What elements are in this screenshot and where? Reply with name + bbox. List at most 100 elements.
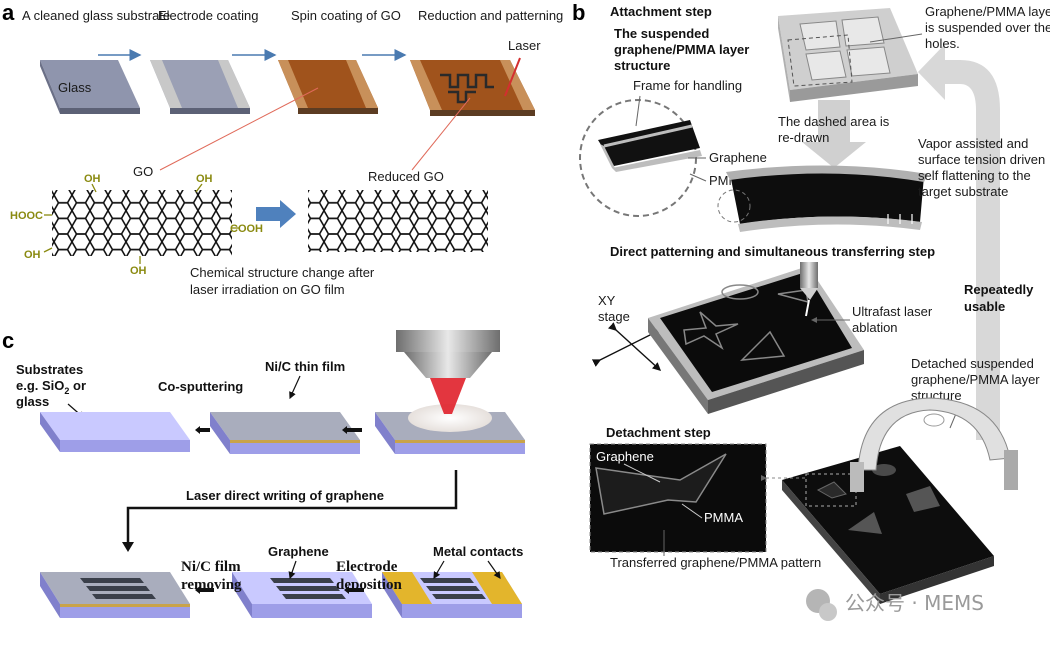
metal-contacts-label: Metal contacts bbox=[433, 544, 523, 559]
panel-label-c: c bbox=[2, 328, 14, 353]
functional-group-bonds bbox=[43, 183, 240, 264]
pointer-line bbox=[681, 503, 703, 519]
inset-pmma-label: PMMA bbox=[704, 510, 743, 525]
cosputtering-label: Co-sputtering bbox=[158, 379, 243, 394]
go-label: GO bbox=[133, 164, 153, 179]
detachment-step-label: Detachment step bbox=[606, 425, 711, 440]
oh-group-label: OH bbox=[84, 173, 101, 185]
curved-film bbox=[717, 165, 928, 232]
target-substrate bbox=[782, 446, 994, 604]
flow-arrow bbox=[342, 426, 362, 434]
step3-label: Spin coating of GO bbox=[291, 8, 401, 23]
electrode-label-1: Electrode bbox=[336, 559, 398, 575]
pointer-arrow bbox=[433, 560, 445, 580]
ldw-label: Laser direct writing of graphene bbox=[186, 488, 384, 503]
bare-substrate bbox=[40, 412, 190, 452]
flow-arrow bbox=[344, 586, 364, 594]
patterning-stage bbox=[648, 266, 864, 414]
suspended-note-2: is suspended over the bbox=[925, 20, 1050, 35]
frame-label: Frame for handling bbox=[633, 78, 742, 93]
reduced-go-label: Reduced GO bbox=[368, 169, 444, 184]
electrode-coated-substrate bbox=[150, 60, 250, 114]
graphene-label-c: Graphene bbox=[268, 544, 329, 559]
glass-label: Glass bbox=[58, 80, 92, 95]
curled-film bbox=[850, 397, 1018, 492]
film-coated-substrate bbox=[210, 412, 360, 454]
xy-stage-label-1: XY bbox=[598, 293, 616, 308]
vapor-note-4: target substrate bbox=[918, 184, 1008, 199]
reuse-arrow bbox=[918, 44, 1000, 440]
pointer-line bbox=[411, 97, 471, 171]
ablation-label-1: Ultrafast laser bbox=[852, 304, 933, 319]
cooh-group-label: COOH bbox=[230, 223, 263, 235]
step2-label: Electrode coating bbox=[158, 8, 258, 23]
inset-graphene-label: Graphene bbox=[596, 449, 654, 464]
pointer-line bbox=[635, 95, 641, 127]
connector-arrowhead bbox=[122, 542, 134, 552]
flow-arrow bbox=[195, 426, 210, 434]
panel-label-a: a bbox=[2, 0, 15, 25]
step4-label: Reduction and patterning bbox=[418, 8, 563, 23]
laser-nozzle bbox=[800, 262, 818, 317]
pointer-line bbox=[869, 33, 923, 43]
transferred-label: Transferred graphene/PMMA pattern bbox=[610, 555, 821, 570]
graphene-strips-substrate bbox=[232, 572, 372, 618]
pointer-arrow bbox=[289, 375, 301, 400]
oh-group-label: OH bbox=[24, 249, 41, 261]
caption-line1: Chemical structure change after bbox=[190, 265, 375, 280]
flow-arrow bbox=[195, 586, 214, 594]
substrates-glass-label: glass bbox=[16, 394, 49, 409]
detached-label-2: graphene/PMMA layer bbox=[911, 372, 1040, 387]
go-lattice bbox=[52, 190, 232, 256]
vapor-note-1: Vapor assisted and bbox=[918, 136, 1028, 151]
suspended-note-1: Graphene/PMMA layer bbox=[925, 4, 1050, 19]
inset-border bbox=[589, 443, 767, 553]
glass-substrate bbox=[40, 60, 140, 114]
oh-group-label: OH bbox=[130, 265, 147, 277]
pointer-arrow bbox=[288, 560, 297, 580]
attachment-step-label: Attachment step bbox=[610, 4, 712, 19]
inset-film bbox=[595, 453, 727, 515]
suspended-title-2: graphene/PMMA layer bbox=[614, 42, 749, 57]
pointer-arrow bbox=[487, 560, 501, 579]
reduced-go-lattice bbox=[308, 190, 488, 252]
suspended-note-3: holes. bbox=[925, 36, 960, 51]
laser-label: Laser bbox=[508, 38, 541, 53]
pointer-line bbox=[689, 173, 707, 182]
vapor-note-2: surface tension driven bbox=[918, 152, 1045, 167]
watermark-text: 公众号 · MEMS bbox=[845, 591, 984, 615]
dashed-note-1: The dashed area is bbox=[778, 114, 890, 129]
patterned-film-substrate bbox=[40, 572, 190, 618]
laser-writing-substrate bbox=[375, 404, 525, 454]
suspended-title-1: The suspended bbox=[614, 26, 709, 41]
graphene-label-b: Graphene bbox=[709, 150, 767, 165]
xy-stage-arrows bbox=[591, 322, 662, 371]
pointer-line bbox=[623, 463, 661, 483]
vapor-note-3: self flattening to the bbox=[918, 168, 1031, 183]
dashed-note-2: re-drawn bbox=[778, 130, 829, 145]
ablation-label-2: ablation bbox=[852, 320, 898, 335]
laser-beam bbox=[504, 57, 521, 97]
hooc-group-label: HOOC bbox=[10, 210, 43, 222]
substrates-label: Substrates bbox=[16, 362, 83, 377]
zoom-inset bbox=[579, 99, 702, 217]
oh-group-label: OH bbox=[196, 173, 213, 185]
process-connector bbox=[126, 470, 458, 546]
conversion-arrow bbox=[256, 200, 296, 228]
watermark: 公众号 · MEMS bbox=[806, 589, 984, 621]
suspended-title-3: structure bbox=[614, 58, 670, 73]
detached-label-1: Detached suspended bbox=[911, 356, 1034, 371]
substrates-example-label: e.g. SiO2 or bbox=[16, 378, 86, 396]
down-arrow bbox=[802, 100, 866, 168]
nic-removing-label-2: removing bbox=[181, 577, 242, 593]
go-coated-substrate bbox=[278, 60, 378, 114]
electrode-label-2: deposition bbox=[336, 577, 403, 593]
step1-label-line1: A cleaned glass substrate bbox=[22, 8, 170, 23]
panel-label-b: b bbox=[572, 0, 585, 25]
repeat-label-2: usable bbox=[964, 299, 1005, 314]
suspended-frame bbox=[778, 8, 918, 102]
nic-film-label: Ni/C thin film bbox=[265, 359, 345, 374]
caption-line2: laser irradiation on GO film bbox=[190, 282, 345, 297]
pointer-line bbox=[159, 87, 319, 171]
